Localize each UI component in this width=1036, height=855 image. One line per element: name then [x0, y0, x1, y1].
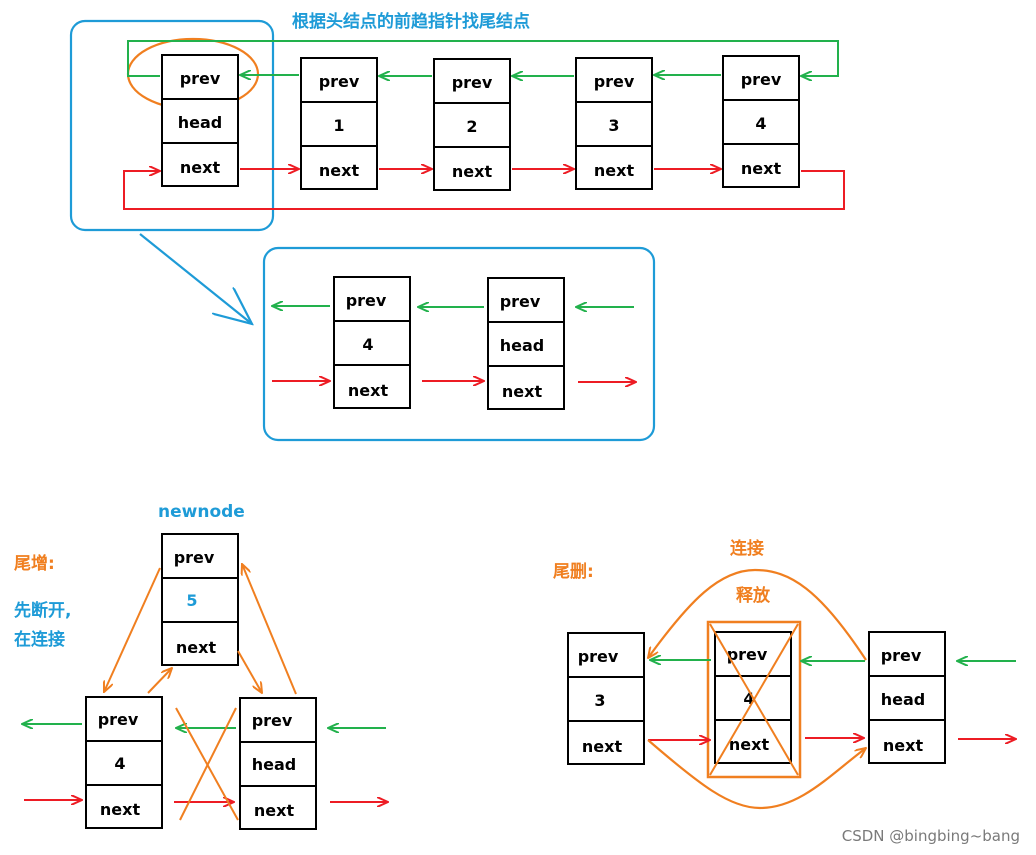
- insert-node-head: prev head next: [239, 697, 317, 830]
- node-value: 3: [608, 116, 619, 135]
- new-node-5: prev 5 next: [161, 533, 239, 666]
- main-title: 根据头结点的前趋指针找尾结点: [292, 11, 530, 32]
- prev-label: prev: [741, 70, 782, 89]
- tail-delete-diagram: prev 3 next prev 4 next prev head next: [567, 568, 1016, 810]
- next-label: next: [452, 162, 493, 181]
- watermark: CSDN @bingbing~bang: [842, 827, 1020, 845]
- prev-label: prev: [98, 710, 139, 729]
- tail-insert-diagram: prev 5 next prev 4 next prev head next: [22, 533, 388, 830]
- zoom-arrow: [139, 233, 252, 324]
- new-prev-link: [242, 564, 297, 695]
- prev-label: prev: [252, 711, 293, 730]
- tail-delete-label: 尾删:: [553, 562, 594, 582]
- newnode-label: newnode: [158, 502, 245, 522]
- prev-label: prev: [174, 548, 215, 567]
- prev-label: prev: [319, 72, 360, 91]
- node-value: head: [881, 690, 926, 709]
- node-1: prev 1 next: [300, 57, 378, 190]
- bypass-prev-link: [648, 568, 867, 661]
- prev-label: prev: [500, 292, 541, 311]
- node-value: 4: [362, 335, 373, 354]
- next-label: next: [729, 735, 770, 754]
- break-cross: [179, 707, 237, 821]
- node-2: prev 2 next: [433, 58, 511, 191]
- delete-node-head: prev head next: [868, 631, 946, 764]
- node-value: 2: [466, 117, 477, 136]
- new-prev-link: [104, 567, 161, 692]
- prev-label: prev: [594, 72, 635, 91]
- insert-node-4: prev 4 next: [85, 696, 163, 829]
- tail-insert-label: 尾增:: [14, 553, 55, 574]
- node-value: head: [500, 336, 545, 355]
- node-value: 1: [333, 116, 344, 135]
- then-connect-label: 在连接: [14, 629, 65, 650]
- prev-label: prev: [452, 73, 493, 92]
- next-label: next: [348, 381, 389, 400]
- delete-node-3: prev 3 next: [567, 632, 645, 765]
- tail-to-head-next-arrow: [123, 171, 845, 210]
- node-value: head: [178, 113, 223, 132]
- node-3: prev 3 next: [575, 57, 653, 190]
- next-label: next: [594, 161, 635, 180]
- next-label: next: [319, 161, 360, 180]
- node-head: prev head next: [161, 54, 239, 187]
- bypass-next-link: [647, 739, 866, 810]
- prev-label: prev: [881, 646, 922, 665]
- head-highlight-frame: [69, 19, 275, 232]
- zoom-node-4: prev 4 next: [333, 276, 411, 409]
- next-label: next: [582, 737, 623, 756]
- node-value: head: [252, 755, 297, 774]
- zoom-list: prev 4 next prev head next: [272, 276, 636, 410]
- next-label: next: [883, 736, 924, 755]
- node-value: 3: [594, 691, 605, 710]
- next-label: next: [254, 801, 295, 820]
- head-to-tail-prev-arrow: [127, 40, 839, 76]
- node-value: 4: [743, 689, 754, 708]
- released-node-frame: [706, 620, 802, 779]
- next-label: next: [502, 382, 543, 401]
- next-label: next: [741, 159, 782, 178]
- next-label: next: [180, 158, 221, 177]
- next-label: next: [100, 800, 141, 819]
- zoom-frame: [262, 246, 656, 442]
- release-label: 释放: [736, 585, 771, 606]
- new-next-link: [147, 668, 172, 694]
- prev-label: prev: [180, 69, 221, 88]
- prev-label: prev: [578, 647, 619, 666]
- connect-label: 连接: [730, 538, 764, 559]
- node-value: 4: [755, 114, 766, 133]
- top-list: prev head next prev 1 next prev 2 next p…: [123, 40, 845, 210]
- prev-label: prev: [727, 645, 768, 664]
- prev-label: prev: [346, 291, 387, 310]
- next-label: next: [176, 638, 217, 657]
- node-value: 4: [114, 754, 125, 773]
- zoom-node-head: prev head next: [487, 277, 565, 410]
- node-value: 5: [186, 591, 197, 610]
- break-first-label: 先断开,: [14, 600, 71, 621]
- node-4: prev 4 next: [722, 55, 800, 188]
- release-cross: [709, 623, 799, 776]
- new-next-link: [237, 650, 262, 693]
